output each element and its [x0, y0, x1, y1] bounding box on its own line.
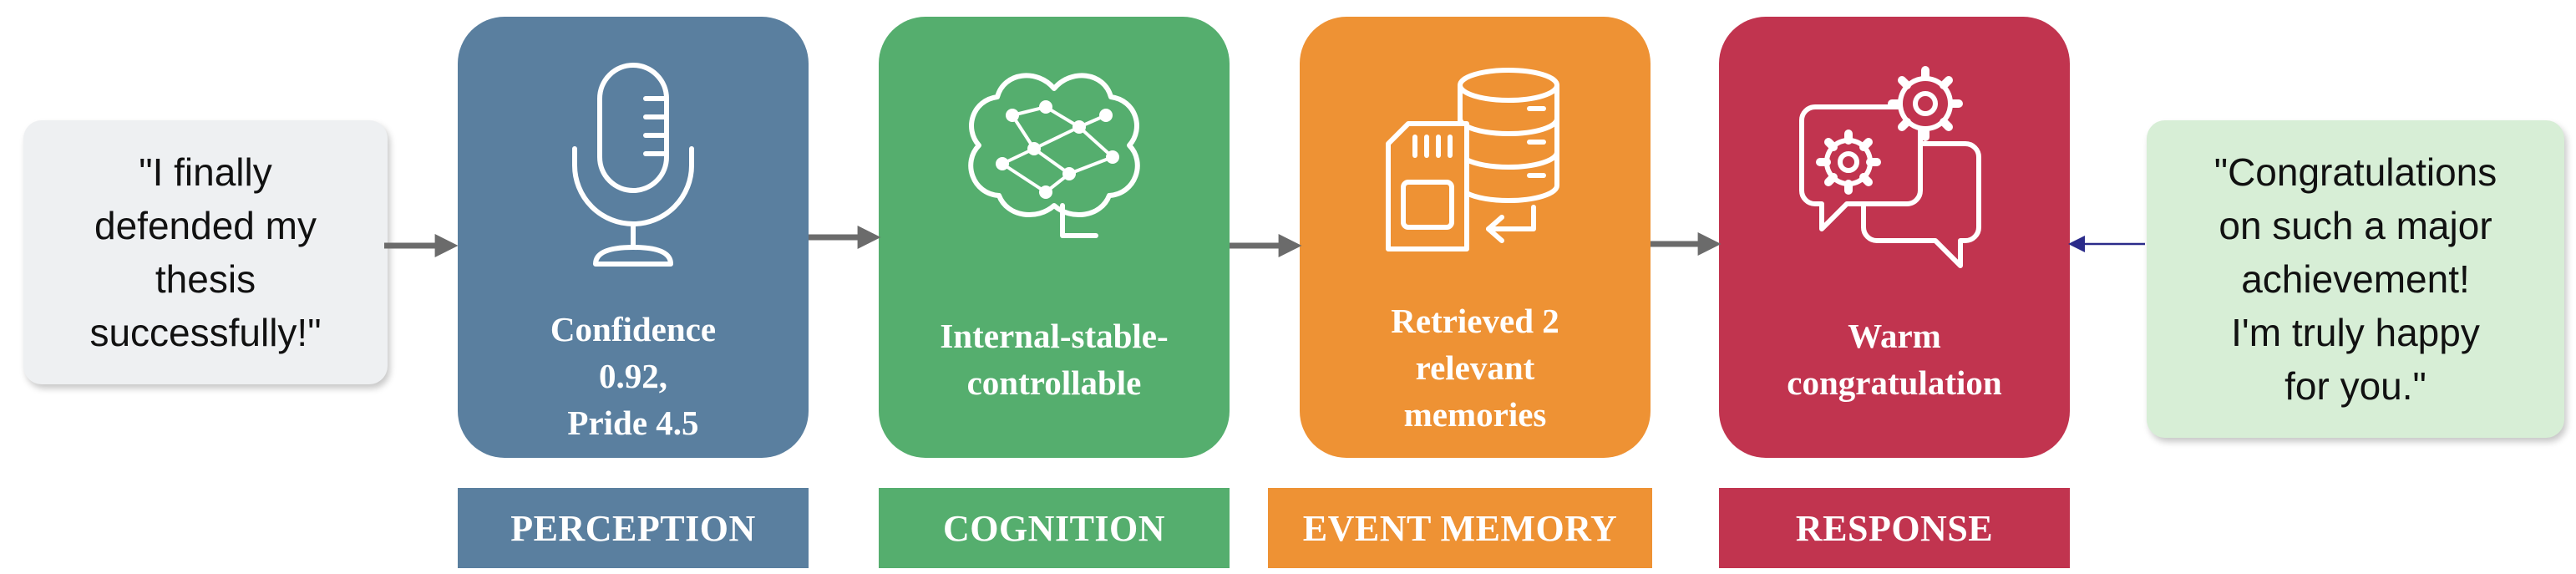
response-caption: Warm congratulation	[1787, 317, 2002, 402]
memory-storage-icon	[1300, 57, 1651, 274]
output-message-text: "Congratulations on such a major achieve…	[2213, 150, 2497, 408]
event-memory-caption: Retrieved 2 relevant memories	[1391, 302, 1559, 434]
response-card: Warm congratulation	[1719, 17, 2070, 458]
perception-label: PERCEPTION	[458, 488, 809, 568]
cognition-label: COGNITION	[879, 488, 1230, 568]
response-label: RESPONSE	[1719, 488, 2070, 568]
output-message-bubble: "Congratulations on such a major achieve…	[2147, 120, 2564, 438]
perception-caption: Confidence 0.92, Pride 4.5	[550, 310, 717, 442]
event-memory-label: EVENT MEMORY	[1268, 488, 1652, 568]
input-message-bubble: "I finally defended my thesis successful…	[23, 120, 388, 384]
perception-card: Confidence 0.92, Pride 4.5	[458, 17, 809, 458]
chat-gears-icon	[1719, 57, 2070, 274]
brain-network-icon	[879, 57, 1230, 274]
cognition-card: Internal-stable- controllable	[879, 17, 1230, 458]
event-memory-card: Retrieved 2 relevant memories	[1300, 17, 1651, 458]
microphone-icon	[458, 57, 809, 274]
cognition-caption: Internal-stable- controllable	[940, 317, 1169, 402]
input-message-text: "I finally defended my thesis successful…	[89, 150, 322, 354]
